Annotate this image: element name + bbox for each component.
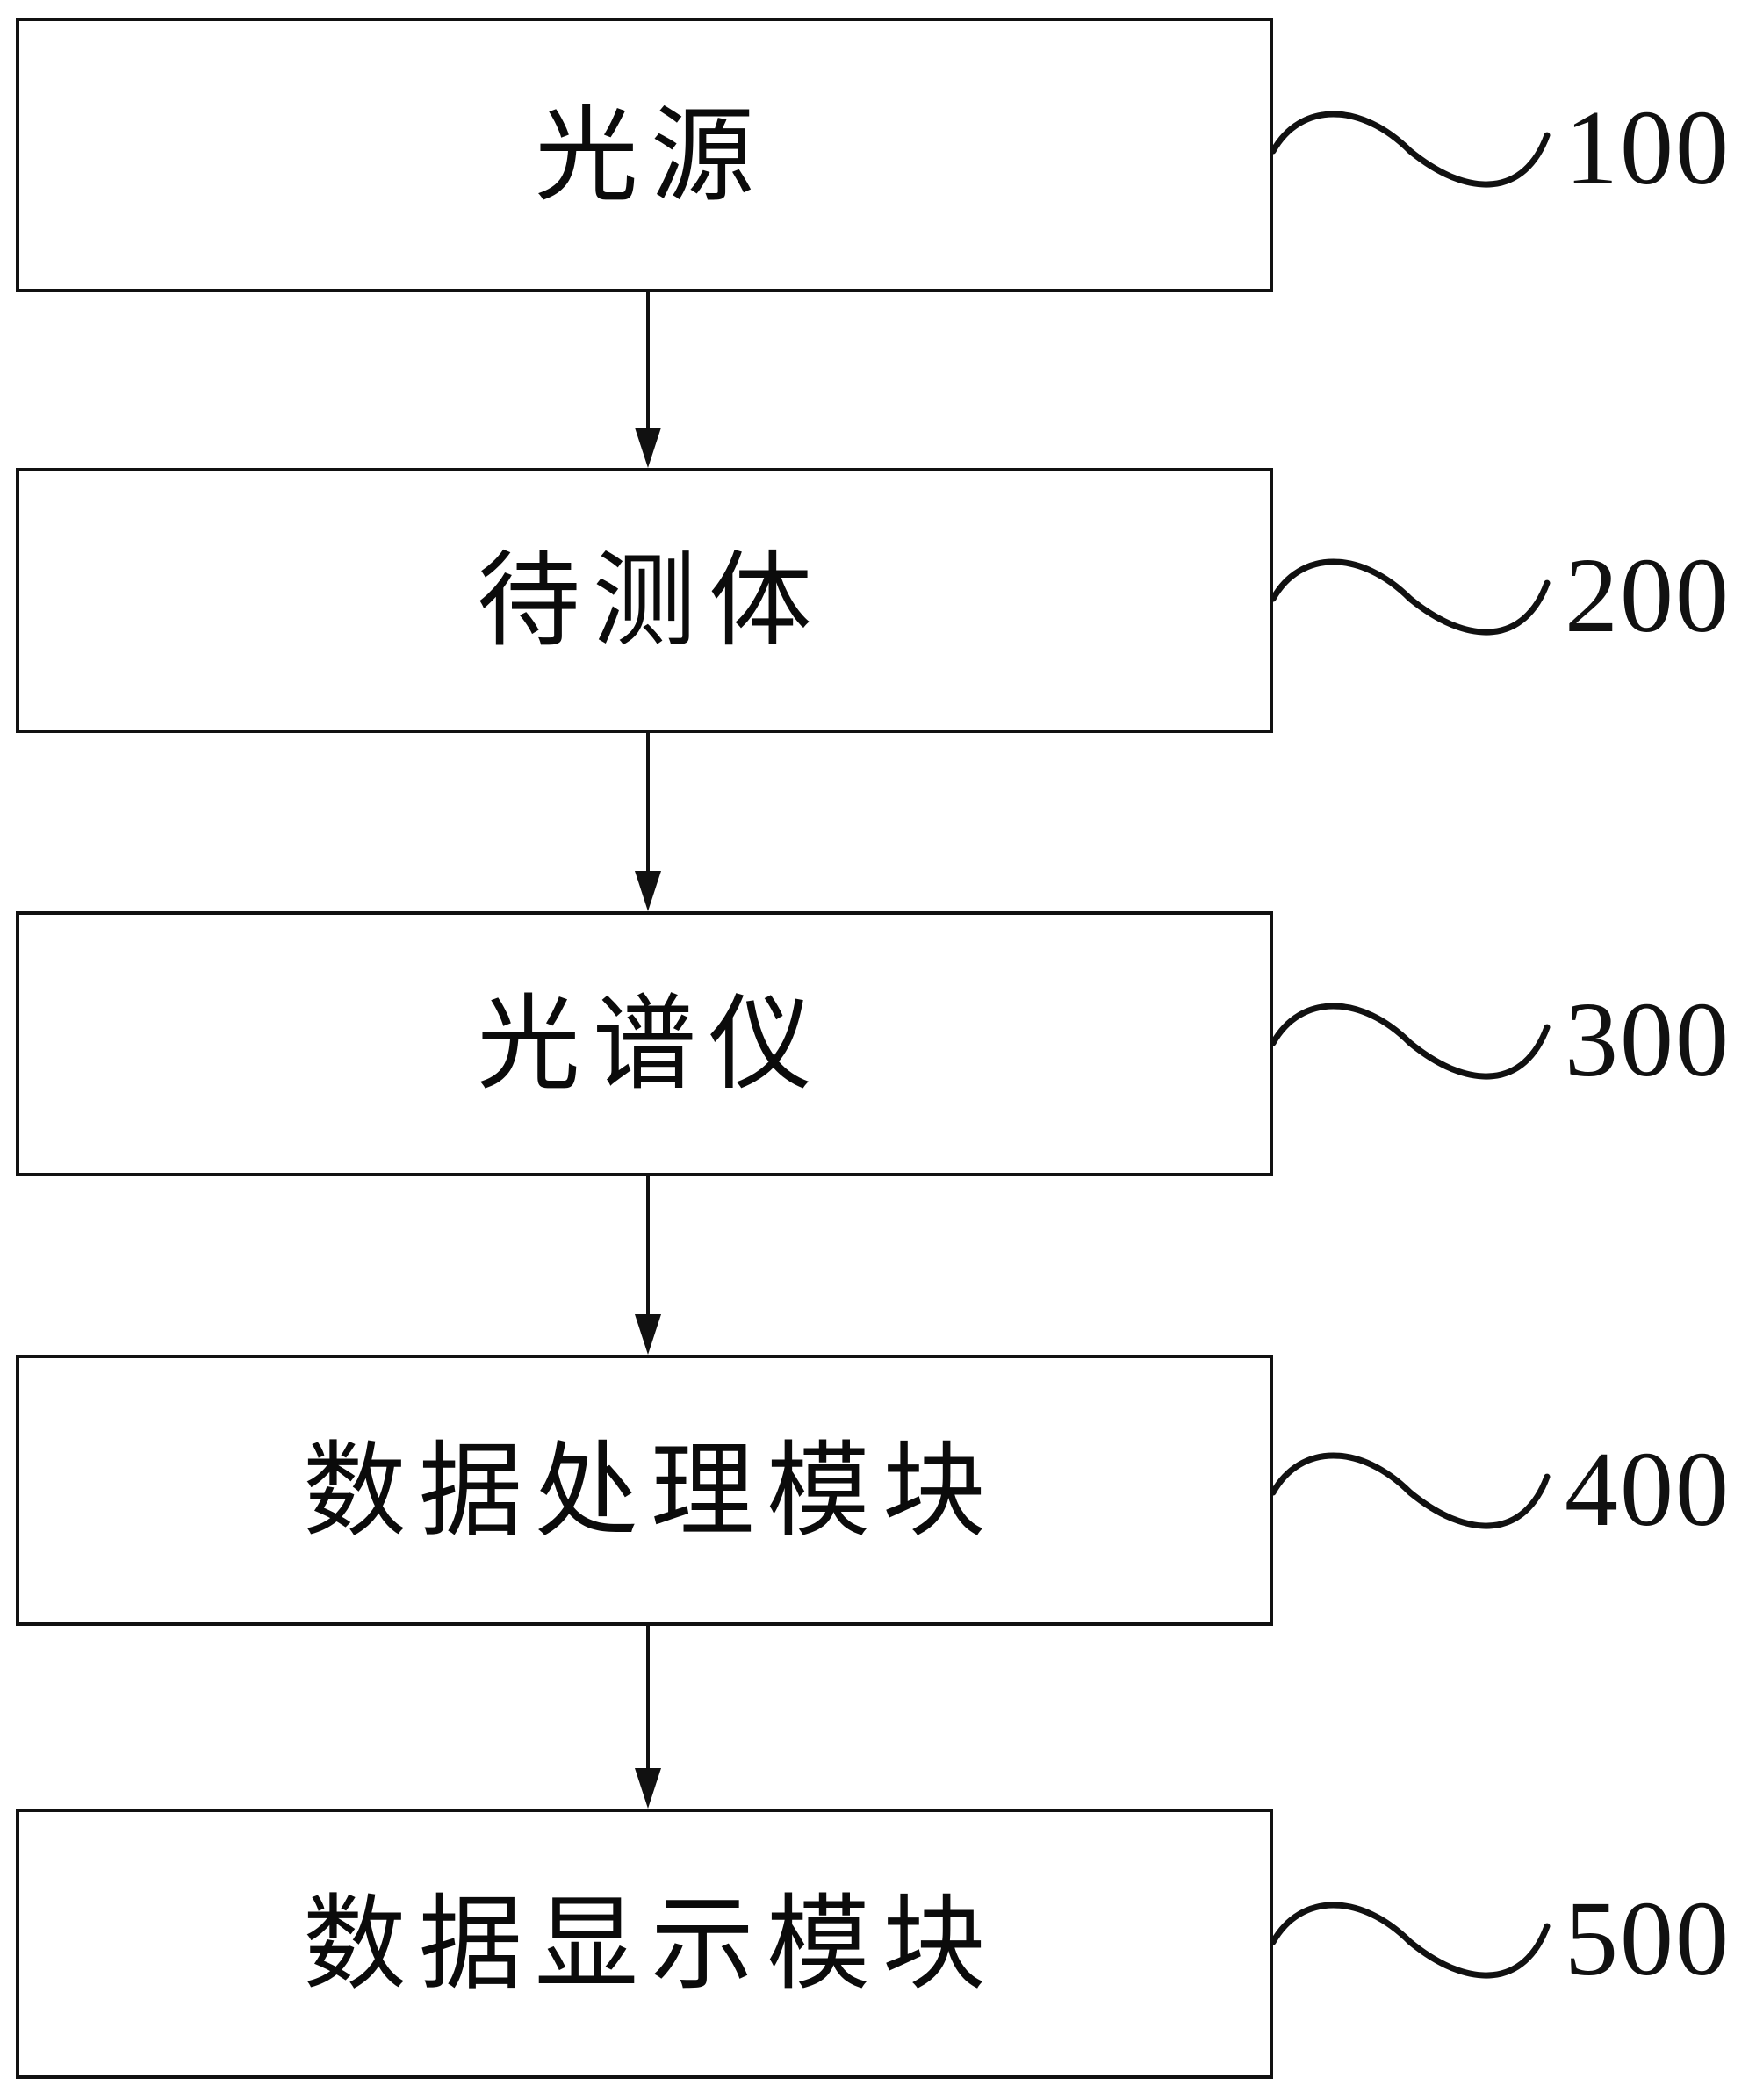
arrow-3-4-arrowhead-icon <box>635 1314 661 1355</box>
flow-box-light-source[interactable]: 光源 <box>16 18 1273 292</box>
arrow-4-5-arrowhead-icon <box>635 1768 661 1809</box>
arrow-2-3-arrowhead-icon <box>635 871 661 911</box>
leader-200-squiggle <box>1270 558 1551 636</box>
leader-500-squiggle <box>1270 1902 1551 1979</box>
flow-box-label-spectrometer: 光谱仪 <box>476 983 824 1104</box>
flow-box-object-under-test[interactable]: 待测体 <box>16 468 1273 733</box>
reference-numeral-200: 200 <box>1565 536 1731 655</box>
reference-numeral-500: 500 <box>1565 1880 1731 1998</box>
reference-numeral-100: 100 <box>1565 89 1731 207</box>
leader-300-squiggle <box>1270 1003 1551 1080</box>
flow-box-label-data-processing-module: 数据处理模块 <box>302 1429 998 1551</box>
reference-numeral-400: 400 <box>1565 1430 1731 1549</box>
arrow-1-2-arrowhead-icon <box>635 428 661 468</box>
flow-box-data-display-module[interactable]: 数据显示模块 <box>16 1809 1273 2079</box>
reference-numeral-300: 300 <box>1565 981 1731 1099</box>
flow-box-data-processing-module[interactable]: 数据处理模块 <box>16 1355 1273 1626</box>
leader-100-squiggle <box>1270 111 1551 188</box>
flow-box-spectrometer[interactable]: 光谱仪 <box>16 911 1273 1176</box>
flow-box-label-data-display-module: 数据显示模块 <box>302 1883 998 2004</box>
leader-400-squiggle <box>1270 1452 1551 1529</box>
flow-box-label-light-source: 光源 <box>534 94 766 216</box>
flow-box-label-object-under-test: 待测体 <box>476 540 824 661</box>
